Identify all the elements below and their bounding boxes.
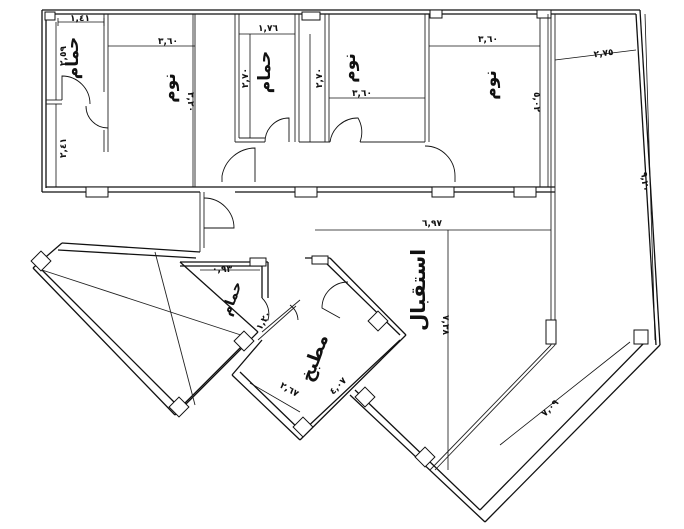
dim-2-70-a: ٢,٧٠ <box>241 68 251 88</box>
dim-7-09: ٧,٠٩ <box>540 398 561 419</box>
columns <box>30 9 649 468</box>
dim-2-59: ٢,٥٩ <box>59 46 69 66</box>
dim-6-97: ٦,٩٧ <box>422 219 442 229</box>
dim-7-38: ٧,٣٨ <box>440 315 450 335</box>
outer-walls <box>41 9 661 523</box>
dim-2-67: ٢,٦٧ <box>278 381 301 400</box>
dim-3-20: ٣,٢٠ <box>185 92 195 112</box>
room-label-bath-small: حمام <box>219 279 246 317</box>
dimension-labels: ١,٤١ ٢,٥٩ ٢,٤١ ٣,٦٠ ٣,٢٠ ١,٧٦ ٢,٧٠ ٢,٧٠ … <box>59 14 650 419</box>
room-label-bedroom-2: نوم <box>340 53 360 83</box>
room-label-bedroom-1: نوم <box>160 73 180 103</box>
dim-5-02: ٥,٠٢ <box>531 92 541 112</box>
room-label-bath-left: حمام <box>63 37 83 80</box>
kitchen-block <box>179 257 407 441</box>
room-label-reception: استقبال <box>406 249 430 331</box>
dim-0-93: ٠,٩٣ <box>212 265 232 275</box>
dim-9-20: ٩,٢٠ <box>638 171 650 192</box>
dim-1-41-top: ١,٤١ <box>70 14 90 24</box>
doors <box>61 75 456 321</box>
room-label-bedroom-3: نوم <box>481 70 501 100</box>
dimension-lines <box>55 13 656 470</box>
dim-2-41: ٢,٤١ <box>59 138 69 158</box>
dim-2-75: ٢,٧٥ <box>593 48 614 61</box>
dim-2-70-b: ٢,٧٠ <box>315 68 325 88</box>
room-label-kitchen: مطبخ <box>297 332 333 385</box>
triangle-wing <box>32 242 268 416</box>
interior-walls <box>46 14 541 252</box>
dim-3-60-b: ٣,٦٠ <box>352 89 372 99</box>
dim-3-60-c: ٣,٦٠ <box>478 35 498 45</box>
room-labels: حمام نوم حمام نوم نوم استقبال حمام مطبخ <box>63 37 501 385</box>
room-label-bath-top: حمام <box>255 51 275 94</box>
dim-1-76: ١,٧٦ <box>258 24 278 34</box>
dim-3-60-a: ٣,٦٠ <box>158 37 178 47</box>
